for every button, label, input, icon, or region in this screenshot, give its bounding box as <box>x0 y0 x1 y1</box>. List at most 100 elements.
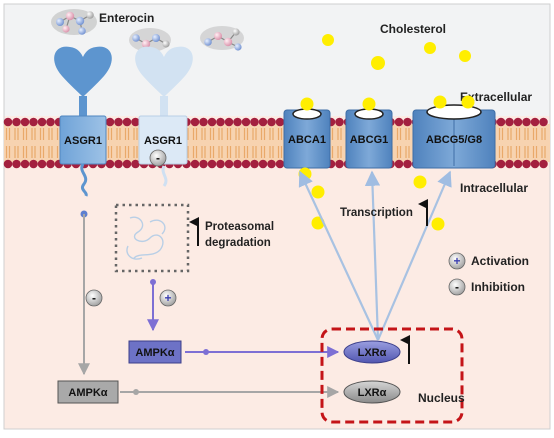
phospholipid-head <box>275 159 285 169</box>
legend-inhibition-icon: - <box>448 278 466 296</box>
phospholipid-head <box>522 117 531 127</box>
phospholipid-head <box>539 159 548 169</box>
inhibition-origin-dot <box>133 389 139 395</box>
phospholipid-head <box>267 159 276 169</box>
lxr-inactive-node <box>343 380 401 404</box>
phospholipid-head <box>3 159 13 169</box>
cholesterol-particle <box>311 185 325 199</box>
svg-text:-: - <box>455 280 459 294</box>
arrow-to-abcg1 <box>364 170 381 341</box>
degraded-receptor-squiggle <box>126 216 166 260</box>
phospholipid-head <box>216 159 225 169</box>
enterocin-label: Enterocin <box>99 11 154 25</box>
phospholipid-head <box>258 159 268 169</box>
abcg1-transporter <box>345 108 393 169</box>
phospholipid-head <box>114 159 123 169</box>
phospholipid-head <box>258 117 268 127</box>
phospholipid-head <box>250 117 259 127</box>
proteasomal-label-line2: degradation <box>205 237 271 249</box>
phospholipid-head <box>505 117 514 127</box>
proteasomal-label-line1: Proteasomal <box>205 221 274 233</box>
cholesterol-particle <box>362 97 376 111</box>
ampk-inactive-label: AMPKα <box>68 387 107 399</box>
cholesterol-particle <box>461 95 475 109</box>
enterocin-molecule <box>200 26 244 51</box>
asgr1-label-right: ASGR1 <box>144 135 182 147</box>
phospholipid-head <box>216 117 225 127</box>
phospholipid-head <box>224 159 234 169</box>
phospholipid-head <box>29 159 38 169</box>
ampk-active-box <box>128 340 182 364</box>
arrow-to-abcg5-g8 <box>376 170 452 341</box>
phospholipid-head <box>513 117 523 127</box>
enterocin-molecule <box>129 28 171 57</box>
phospholipid-head <box>207 159 217 169</box>
phospholipid-head <box>37 117 47 127</box>
cholesterol-particle <box>431 217 445 231</box>
svg-text:-: - <box>156 151 160 165</box>
phospholipid-head <box>505 159 514 169</box>
phospholipid-head <box>131 117 140 127</box>
transcription-label: Transcription <box>340 207 413 219</box>
cholesterol-particle <box>371 56 385 70</box>
ampk-inactive-box <box>57 380 119 404</box>
phospholipid-head <box>275 117 285 127</box>
lxr-active-label: LXRα <box>358 347 387 359</box>
phospholipid-head <box>394 159 404 169</box>
legend-inhibition-label: Inhibition <box>471 280 525 294</box>
transporter-label-abcg1: ABCG1 <box>350 134 389 146</box>
phospholipid-head <box>335 117 344 127</box>
phospholipid-head <box>522 159 531 169</box>
svg-text:+: + <box>453 254 460 268</box>
phospholipid-head <box>394 117 404 127</box>
svg-text:-: - <box>92 291 96 305</box>
legend: + Activation - Inhibition <box>448 252 529 296</box>
phospholipid-head <box>105 159 115 169</box>
cholesterol-particle <box>413 175 427 189</box>
phospholipid-head <box>496 159 506 169</box>
phospholipid-head <box>105 117 115 127</box>
phospholipid-head <box>122 159 132 169</box>
cholesterol-particle <box>459 50 471 62</box>
phospholipid-head <box>224 117 234 127</box>
proteasome-box <box>114 203 190 273</box>
phospholipid-head <box>20 159 30 169</box>
phospholipid-head <box>539 117 548 127</box>
phospholipid-head <box>335 159 344 169</box>
phospholipid-head <box>12 117 21 127</box>
arrow-to-abca1 <box>298 170 379 341</box>
cholesterol-particle <box>322 34 334 46</box>
transcription-arrows <box>298 170 452 341</box>
phospholipid-head <box>241 159 251 169</box>
activation-sign-ampk: + <box>159 289 177 307</box>
cholesterol-particle <box>433 95 447 109</box>
phospholipid-head <box>250 159 259 169</box>
asgr1-label-left: ASGR1 <box>64 135 102 147</box>
legend-activation-icon: + <box>448 252 466 270</box>
inhibition-sign-asgr1: - <box>149 149 167 167</box>
phospholipid-head <box>190 159 200 169</box>
phospholipid-head <box>37 159 47 169</box>
phospholipid-head <box>190 117 200 127</box>
frame-border <box>3 3 551 430</box>
phospholipid-head <box>403 159 412 169</box>
transporter-label-abca1: ABCA1 <box>288 134 326 146</box>
phospholipid-head <box>207 117 217 127</box>
nucleus-label: Nucleus <box>418 391 465 405</box>
phospholipid-head <box>12 159 21 169</box>
enterocin-molecule <box>51 9 97 35</box>
phospholipid-head <box>20 117 30 127</box>
phospholipid-head <box>530 159 540 169</box>
phospholipid-head <box>233 159 242 169</box>
phospholipid-head <box>122 117 132 127</box>
activation-origin-dot <box>150 279 156 285</box>
phospholipid-head <box>241 117 251 127</box>
phospholipid-head <box>46 117 55 127</box>
phospholipid-head <box>513 159 523 169</box>
intracellular-label: Intracellular <box>460 181 528 195</box>
cholesterol-label: Cholesterol <box>380 22 446 36</box>
phospholipid-head <box>114 117 123 127</box>
lxr-active-node <box>343 340 401 364</box>
